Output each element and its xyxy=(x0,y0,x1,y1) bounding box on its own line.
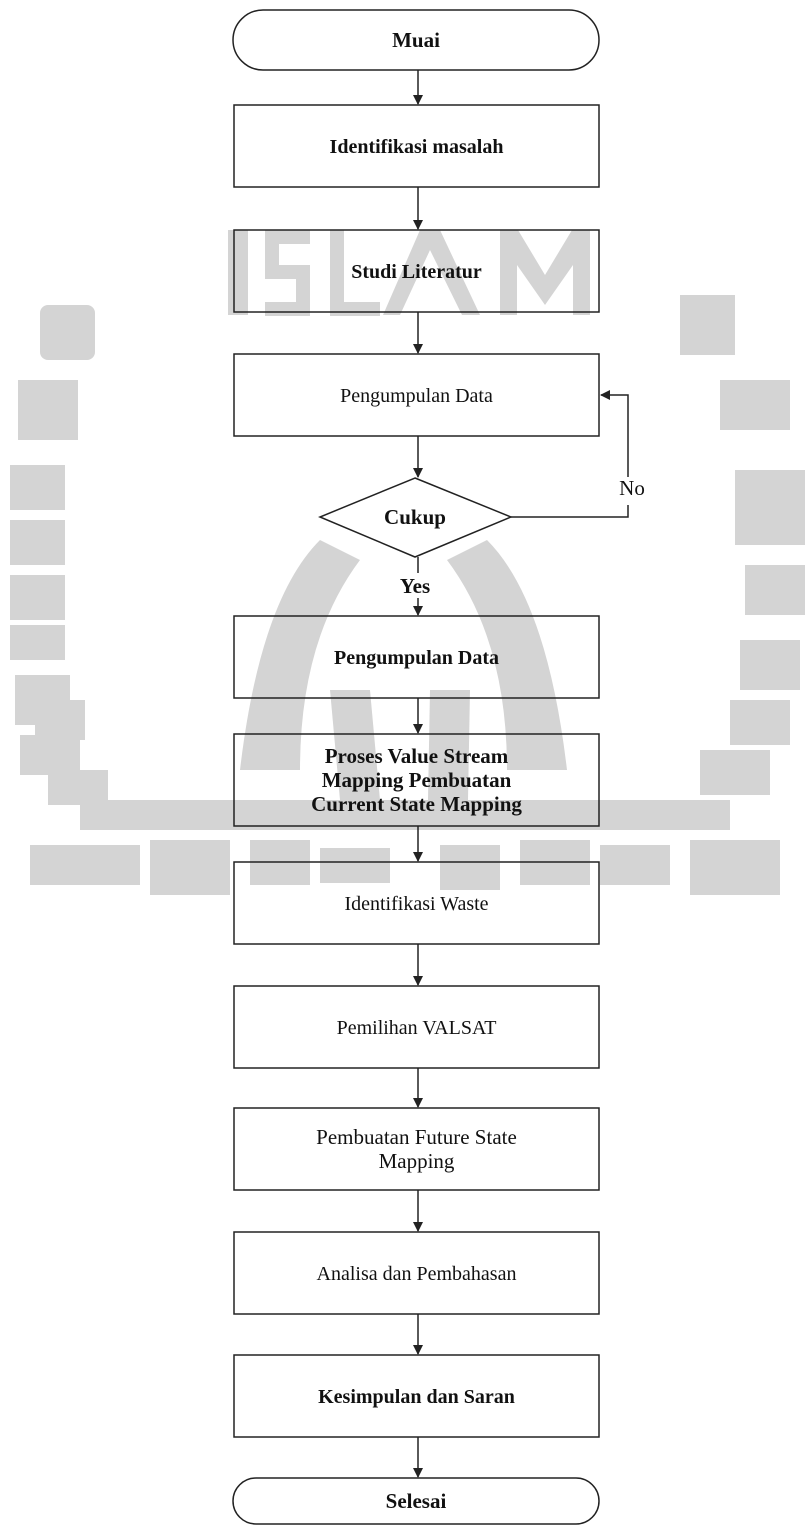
watermark-emblem xyxy=(80,540,730,830)
process-box-outline xyxy=(233,861,600,945)
process-box-analisa: Analisa dan Pembahasan xyxy=(233,1231,600,1315)
process-box-outline xyxy=(233,985,600,1069)
process-box-outline xyxy=(233,1107,600,1191)
process-box-identifikasi: Identifikasi masalah xyxy=(233,104,600,188)
process-label: Identifikasi Waste xyxy=(344,893,488,915)
process-label: Pemilihan VALSAT xyxy=(337,1017,497,1039)
connectors xyxy=(413,70,629,1478)
process-box-outline xyxy=(233,353,600,437)
process-label: Kesimpulan dan Saran xyxy=(318,1386,515,1408)
process-label: Pengumpulan Data xyxy=(340,385,493,407)
process-label: Identifikasi masalah xyxy=(330,136,504,158)
process-box-outline xyxy=(233,615,600,699)
process-box-pengumpulan2: Pengumpulan Data xyxy=(233,615,600,699)
watermark-calligraphy xyxy=(30,840,780,895)
process-label: Proses Value Stream xyxy=(325,744,509,768)
process-box-outline xyxy=(233,1354,600,1438)
process-label: Mapping Pembuatan xyxy=(322,768,512,792)
process-box-valsat: Pemilihan VALSAT xyxy=(233,985,600,1069)
process-box-outline xyxy=(233,733,600,827)
start-label: Muai xyxy=(392,28,440,52)
decision-label: Cukup xyxy=(384,505,446,529)
end-terminal: Selesai xyxy=(232,1477,600,1525)
process-label: Current State Mapping xyxy=(311,792,522,816)
end-label: Selesai xyxy=(386,1489,447,1513)
process-box-outline xyxy=(233,229,600,313)
watermark-universitas-letters xyxy=(10,305,108,805)
process-box-outline xyxy=(233,104,600,188)
start-terminal: Muai xyxy=(232,9,600,71)
process-label: Mapping xyxy=(379,1149,455,1173)
process-box-pengumpulan1: Pengumpulan Data xyxy=(233,353,600,437)
process-label: Analisa dan Pembahasan xyxy=(317,1263,517,1285)
process-label: Studi Literatur xyxy=(351,261,482,283)
process-label: Pembuatan Future State xyxy=(316,1125,517,1149)
connector-loop-no xyxy=(511,505,629,518)
decision-yes-label: Yes xyxy=(400,574,430,598)
watermark-indonesia-letters xyxy=(680,295,805,795)
process-box-kesimpulan: Kesimpulan dan Saran xyxy=(233,1354,600,1438)
decision-no-label: No xyxy=(619,476,645,500)
process-box-waste: Identifikasi Waste xyxy=(233,861,600,945)
process-box-outline xyxy=(233,1231,600,1315)
connector-loop-no xyxy=(600,390,629,477)
process-box-studi: Studi Literatur xyxy=(233,229,600,313)
decision-diamond: Cukup Yes No xyxy=(318,476,645,598)
process-label: Pengumpulan Data xyxy=(334,647,499,669)
